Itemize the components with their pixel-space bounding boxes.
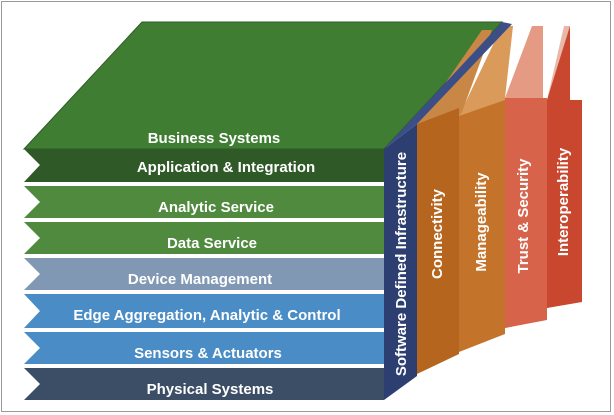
layer-label-application-integration: Application & Integration	[137, 159, 315, 176]
vertical-trust-security: Trust & Security	[505, 26, 547, 328]
layer-label-analytic-service: Analytic Service	[158, 199, 274, 216]
vertical-label-manageability: Manageability	[473, 172, 490, 272]
vertical-software-defined-infrastructure: Software Defined Infrastructure	[384, 22, 512, 400]
layer-label-device-management: Device Management	[128, 271, 272, 288]
vertical-label-interoperability: Interoperability	[555, 147, 572, 256]
layer-physical-systems: Physical Systems	[24, 368, 384, 400]
vertical-interoperability: Interoperability	[547, 26, 582, 308]
vertical-label-trust-security: Trust & Security	[515, 158, 532, 274]
vertical-manageability: Manageability	[459, 26, 513, 352]
layer-label-physical-systems: Physical Systems	[147, 381, 274, 398]
layer-label-edge-aggregation: Edge Aggregation, Analytic & Control	[73, 307, 340, 324]
vertical-label-software-defined-infrastructure: Software Defined Infrastructure	[393, 152, 410, 376]
layer-sensors-actuators: Sensors & Actuators	[24, 332, 384, 364]
layer-analytic-service: Analytic Service	[24, 186, 384, 218]
layer-application-integration: Application & Integration	[24, 149, 384, 182]
layer-edge-aggregation: Edge Aggregation, Analytic & Control	[24, 294, 384, 328]
layer-device-management: Device Management	[24, 258, 384, 290]
layer-business-systems: Business Systems	[148, 130, 281, 147]
vertical-label-connectivity: Connectivity	[429, 188, 446, 279]
layer-label-data-service: Data Service	[167, 235, 257, 252]
layer-label-business-systems: Business Systems	[148, 130, 281, 147]
layer-data-service: Data Service	[24, 222, 384, 254]
layer-label-sensors-actuators: Sensors & Actuators	[134, 345, 282, 362]
